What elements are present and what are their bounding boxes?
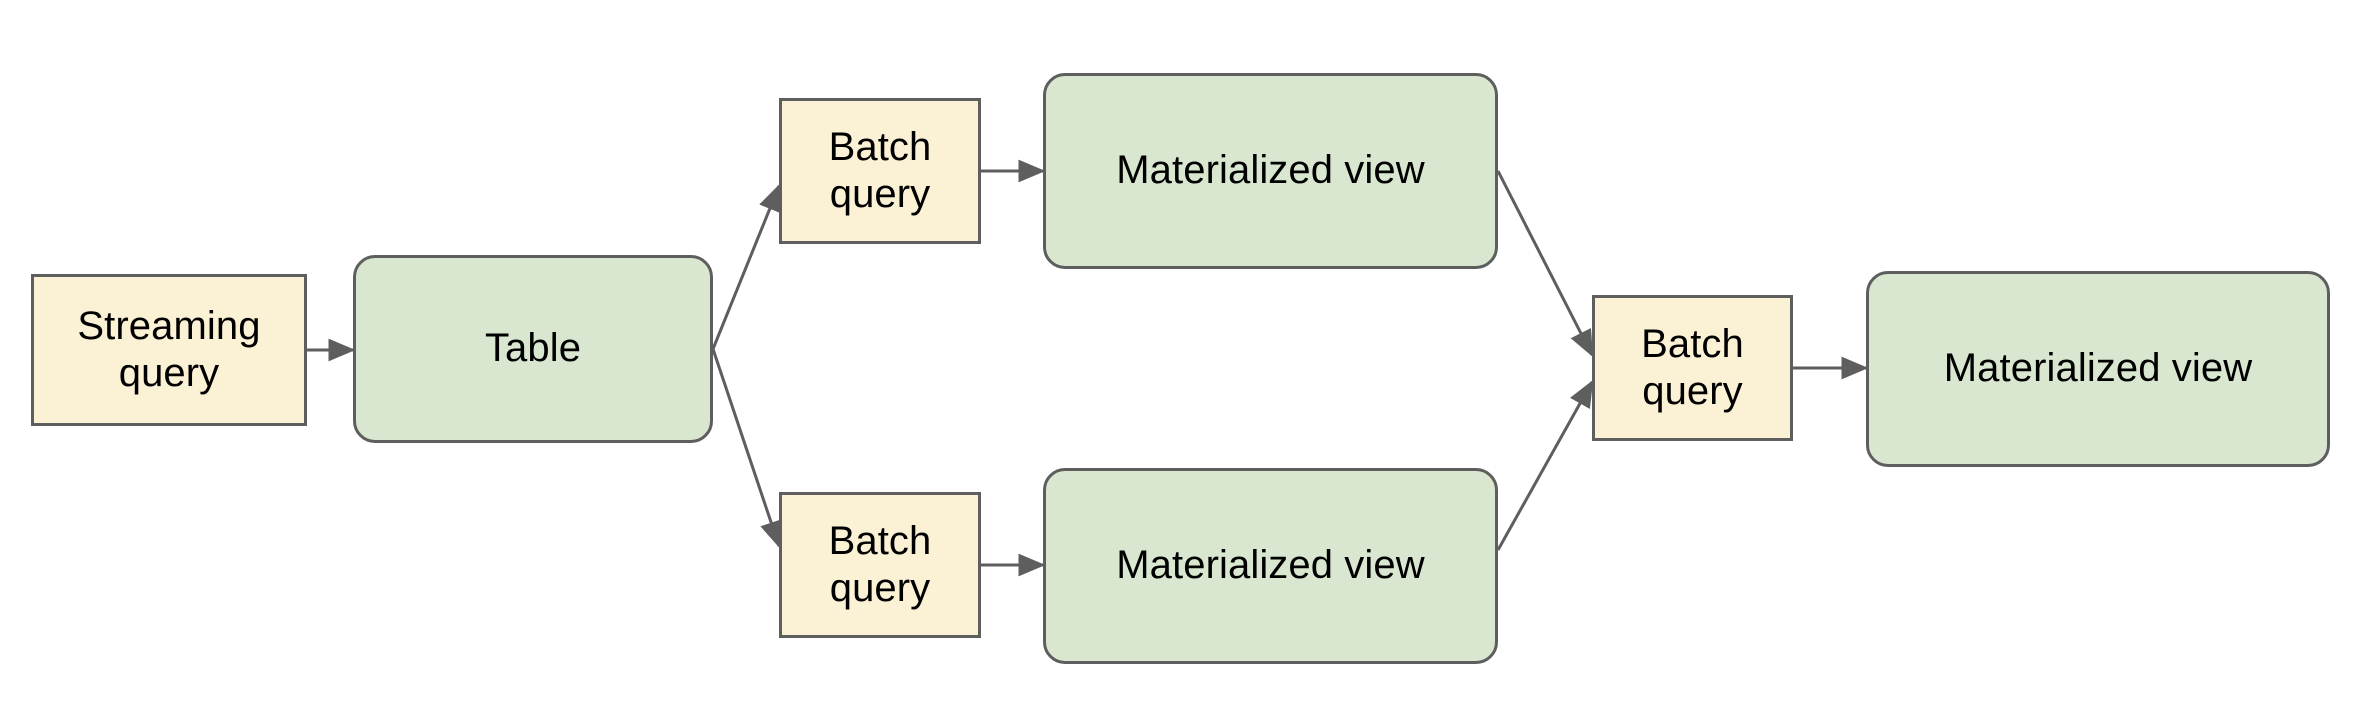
node-batch-query-top[interactable]: Batch query bbox=[779, 98, 981, 244]
edge-table-to-batch-top bbox=[711, 183, 781, 350]
node-materialized-view-final-label: Materialized view bbox=[1943, 346, 2253, 391]
node-batch-query-bottom[interactable]: Batch query bbox=[779, 492, 981, 638]
node-batch-query-merge[interactable]: Batch query bbox=[1592, 295, 1793, 441]
node-batch-query-top-label: Batch query bbox=[828, 124, 932, 216]
node-materialized-view-bottom[interactable]: Materialized view bbox=[1043, 468, 1498, 664]
node-materialized-view-top-label: Materialized view bbox=[1116, 148, 1425, 193]
edge-table-to-batch-bottom bbox=[711, 348, 782, 549]
node-table-label: Table bbox=[484, 326, 582, 371]
node-materialized-view-top[interactable]: Materialized view bbox=[1043, 73, 1498, 269]
edge-view-top-to-merge bbox=[1496, 170, 1594, 358]
node-batch-query-bottom-label: Batch query bbox=[828, 518, 932, 610]
node-streaming-query[interactable]: Streaming query bbox=[31, 274, 307, 426]
node-streaming-query-label: Streaming query bbox=[77, 303, 261, 395]
edge-view-bottom-to-merge bbox=[1496, 379, 1594, 551]
node-materialized-view-bottom-label: Materialized view bbox=[1116, 543, 1425, 588]
node-batch-query-merge-label: Batch query bbox=[1641, 321, 1744, 413]
node-table[interactable]: Table bbox=[353, 255, 713, 443]
node-materialized-view-final[interactable]: Materialized view bbox=[1866, 271, 2330, 467]
